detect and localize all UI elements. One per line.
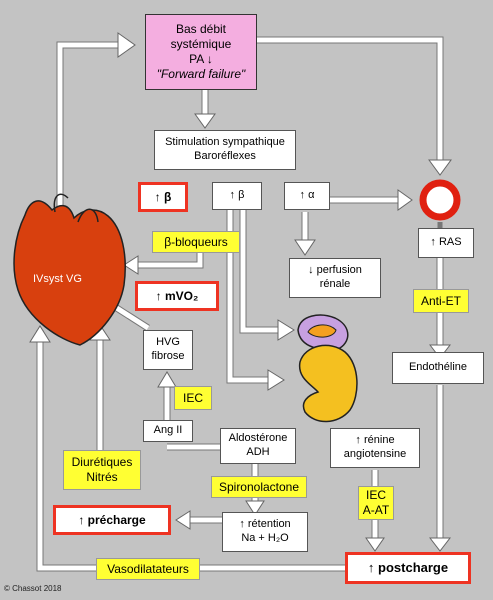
retention-box: ↑ rétention Na + H₂O: [222, 512, 308, 552]
ras-box: ↑ RAS: [418, 228, 474, 258]
copyright-text: © Chassot 2018: [4, 584, 62, 593]
beta-blockers-label: β-bloqueurs: [152, 231, 240, 253]
afterload-box: ↑ postcharge: [345, 552, 471, 584]
spironolactone-label: Spironolactone: [211, 476, 307, 498]
heart-label: IVsyst VG: [33, 273, 82, 285]
low-output-box: Bas débit systémique PA ↓ "Forward failu…: [145, 14, 257, 90]
low-output-line3: PA ↓: [189, 52, 213, 66]
anti-et-label: Anti-ET: [413, 289, 469, 313]
beta1-box: ↑ β: [138, 182, 188, 212]
renin-box: ↑ rénine angiotensine: [330, 428, 420, 468]
low-output-line2: systémique: [170, 37, 232, 51]
vessel-ring-icon: [419, 179, 461, 221]
ang2-box: Ang II: [143, 420, 193, 442]
kidney-icon: [297, 314, 358, 423]
sympathetic-box: Stimulation sympathique Baroréflexes: [154, 130, 296, 170]
arrowhead: [117, 32, 136, 58]
mvo2-box: ↑ mVO₂: [135, 281, 219, 311]
beta2-box: ↑ β: [212, 182, 262, 210]
alpha-box: ↑ α: [284, 182, 330, 210]
preload-box: ↑ précharge: [53, 505, 171, 535]
vasodilators-label: Vasodilatateurs: [96, 558, 200, 580]
aldosterone-box: Aldostérone ADH: [220, 428, 296, 464]
iec-label: IEC: [174, 386, 212, 410]
hvg-box: HVG fibrose: [143, 330, 193, 370]
low-output-line1: Bas débit: [175, 22, 227, 36]
endothelin-box: Endothéline: [392, 352, 484, 384]
heart-icon: [13, 193, 126, 346]
arrow-heart-to-output: [56, 41, 125, 215]
low-output-line4: "Forward failure": [156, 67, 246, 81]
diuretics-label: Diurétiques Nitrés: [63, 450, 141, 490]
renal-perfusion-box: ↓ perfusion rénale: [289, 258, 381, 298]
iec-aat-label: IEC A-AT: [358, 486, 394, 520]
